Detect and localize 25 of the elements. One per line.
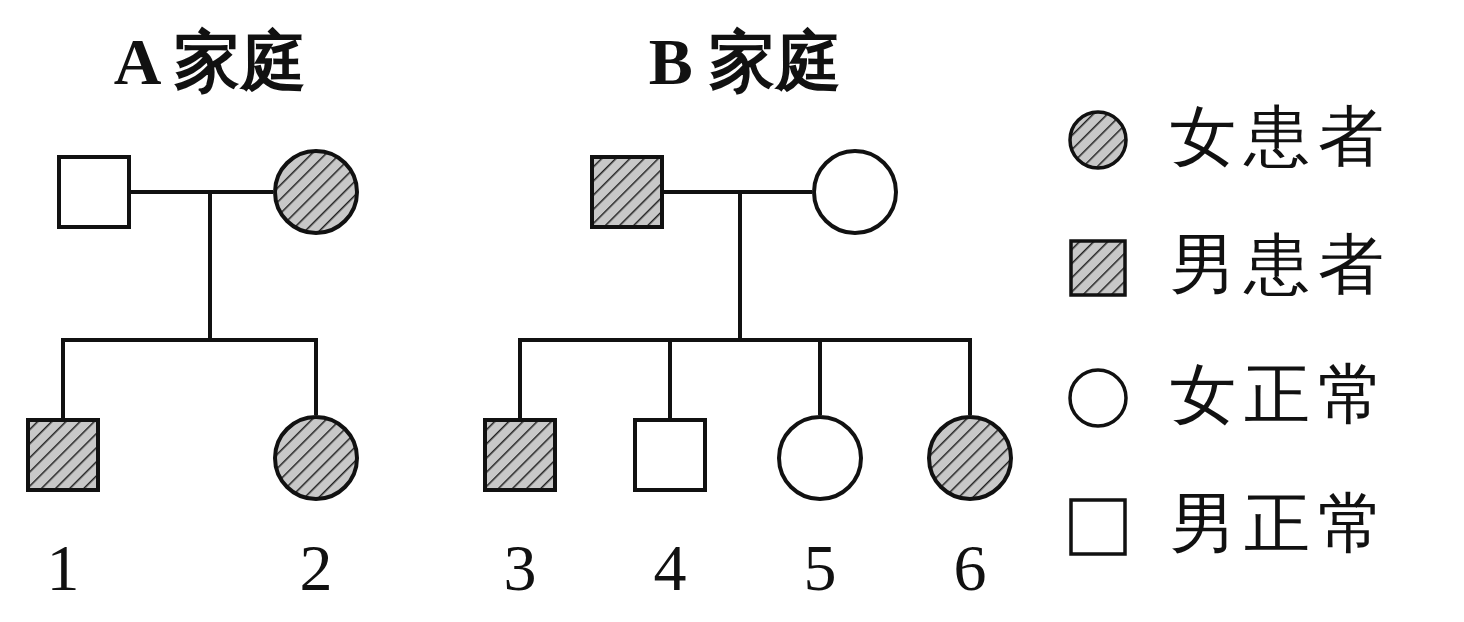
legend-text: 女患者 [1170, 104, 1392, 170]
female-circle [777, 415, 863, 501]
male-square [483, 418, 557, 492]
legend-text: 男患者 [1170, 232, 1392, 298]
individual-number: 6 [953, 535, 987, 601]
individual-number: 2 [299, 535, 333, 601]
individual-number: 5 [803, 535, 837, 601]
individual-number: 1 [46, 535, 80, 601]
legend-text: 男正常 [1170, 491, 1392, 557]
pedigree-line [738, 192, 972, 415]
individual-number: 3 [503, 535, 537, 601]
individual-number: 4 [653, 535, 687, 601]
pedigree-line [664, 190, 812, 194]
male-square [590, 155, 664, 229]
female-circle [927, 415, 1013, 501]
family-heading: B 家庭 [648, 29, 842, 95]
legend-text: 女正常 [1170, 362, 1392, 428]
male-square [57, 155, 131, 229]
female-circle [812, 149, 898, 235]
male-square [26, 418, 100, 492]
family-heading: A 家庭 [113, 29, 307, 95]
pedigree-line [131, 190, 273, 194]
female-circle [273, 415, 359, 501]
male-square [633, 418, 707, 492]
female-circle [273, 149, 359, 235]
